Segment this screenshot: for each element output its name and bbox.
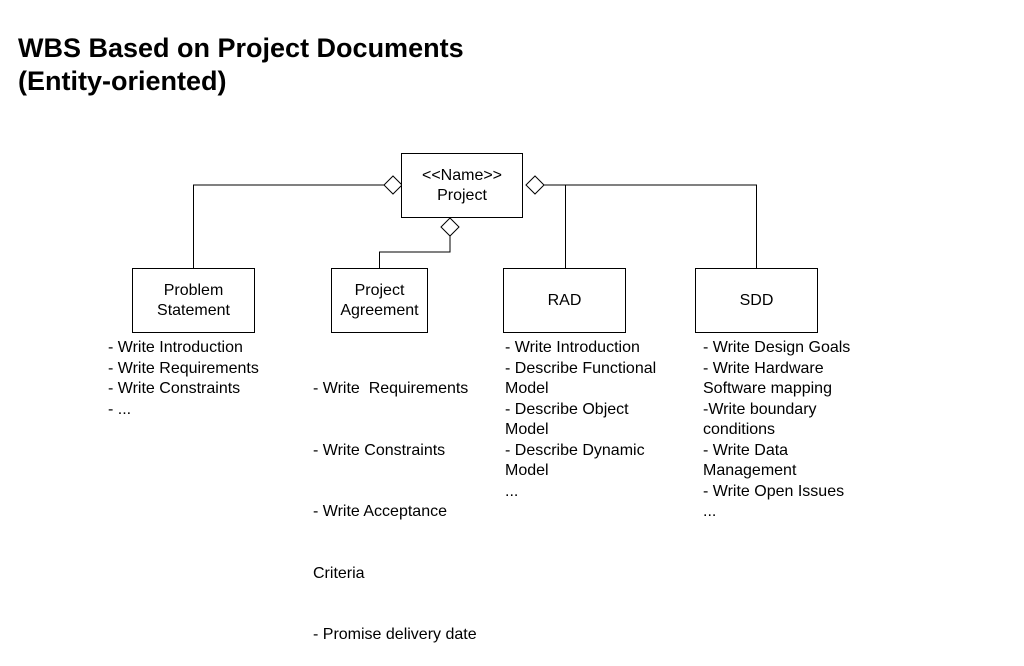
task-item: Model	[505, 421, 549, 438]
task-item: - Describe Functional	[505, 359, 657, 377]
task-item: - Promise delivery date	[313, 626, 477, 643]
slide-title-line-1: WBS Based on Project Documents	[18, 33, 464, 63]
box-label-line-1: SDD	[739, 291, 774, 309]
task-item: - Write Hardware	[703, 359, 824, 377]
task-item: - Write Acceptance	[313, 503, 447, 520]
connector-problem-statement	[193, 184, 384, 268]
task-item: - Write Data	[703, 441, 789, 459]
project-root-box: <<Name>> Project	[401, 153, 523, 218]
task-item: - Describe Dynamic	[505, 441, 645, 459]
box-label-line-1: Project	[354, 281, 405, 299]
task-item: conditions	[703, 421, 776, 438]
task-item: Software mapping	[703, 380, 832, 397]
project-agreement-box: Project Agreement	[331, 268, 428, 333]
task-item: - ...	[108, 400, 132, 418]
task-item: - Write Constraints	[313, 441, 446, 459]
connector-project-agreement	[379, 236, 451, 268]
task-item: -Write boundary	[703, 400, 817, 418]
sdd-tasks: - Write Design Goals - Write Hardware So…	[703, 338, 850, 523]
sdd-box: SDD	[695, 268, 818, 333]
box-label-line-2: Statement	[157, 301, 230, 319]
task-item: - Describe Object	[505, 400, 629, 418]
rad-box: RAD	[503, 268, 626, 333]
project-label: Project	[437, 186, 487, 204]
rad-tasks: - Write Introduction - Describe Function…	[505, 338, 656, 502]
task-item: - Write Introduction	[108, 339, 243, 356]
task-item: Management	[703, 462, 797, 479]
task-item: ...	[505, 482, 519, 500]
slide-title: WBS Based on Project Documents (Entity-o…	[18, 32, 464, 98]
aggregation-diamond-bottom	[440, 217, 460, 237]
task-item: ...	[703, 503, 717, 520]
task-item: Model	[505, 380, 549, 397]
problem-statement-tasks: - Write Introduction - Write Requirement…	[108, 338, 259, 420]
aggregation-diamond-right	[525, 175, 545, 195]
task-item: - Write Requirements	[108, 359, 259, 377]
task-item: Model	[505, 462, 549, 479]
task-item: - Write Constraints	[108, 380, 241, 397]
box-label-line-2: Agreement	[340, 301, 419, 319]
project-stereotype-label: <<Name>>	[421, 166, 503, 184]
slide-title-line-2: (Entity-oriented)	[18, 66, 227, 96]
task-item: Criteria	[313, 564, 365, 582]
aggregation-diamond-left	[383, 175, 403, 195]
problem-statement-box: Problem Statement	[132, 268, 255, 333]
box-label-line-1: Problem	[163, 281, 224, 299]
aggregation-connectors	[193, 175, 757, 268]
task-item: - Write Open Issues	[703, 482, 845, 500]
task-item: - Write Requirements	[313, 380, 469, 397]
box-label-line-1: RAD	[547, 291, 582, 309]
connector-sdd	[544, 184, 757, 268]
project-agreement-tasks: - Write Requirements - Write Constraints…	[313, 338, 477, 666]
task-item: - Write Design Goals	[703, 339, 851, 356]
task-item: - Write Introduction	[505, 339, 640, 356]
